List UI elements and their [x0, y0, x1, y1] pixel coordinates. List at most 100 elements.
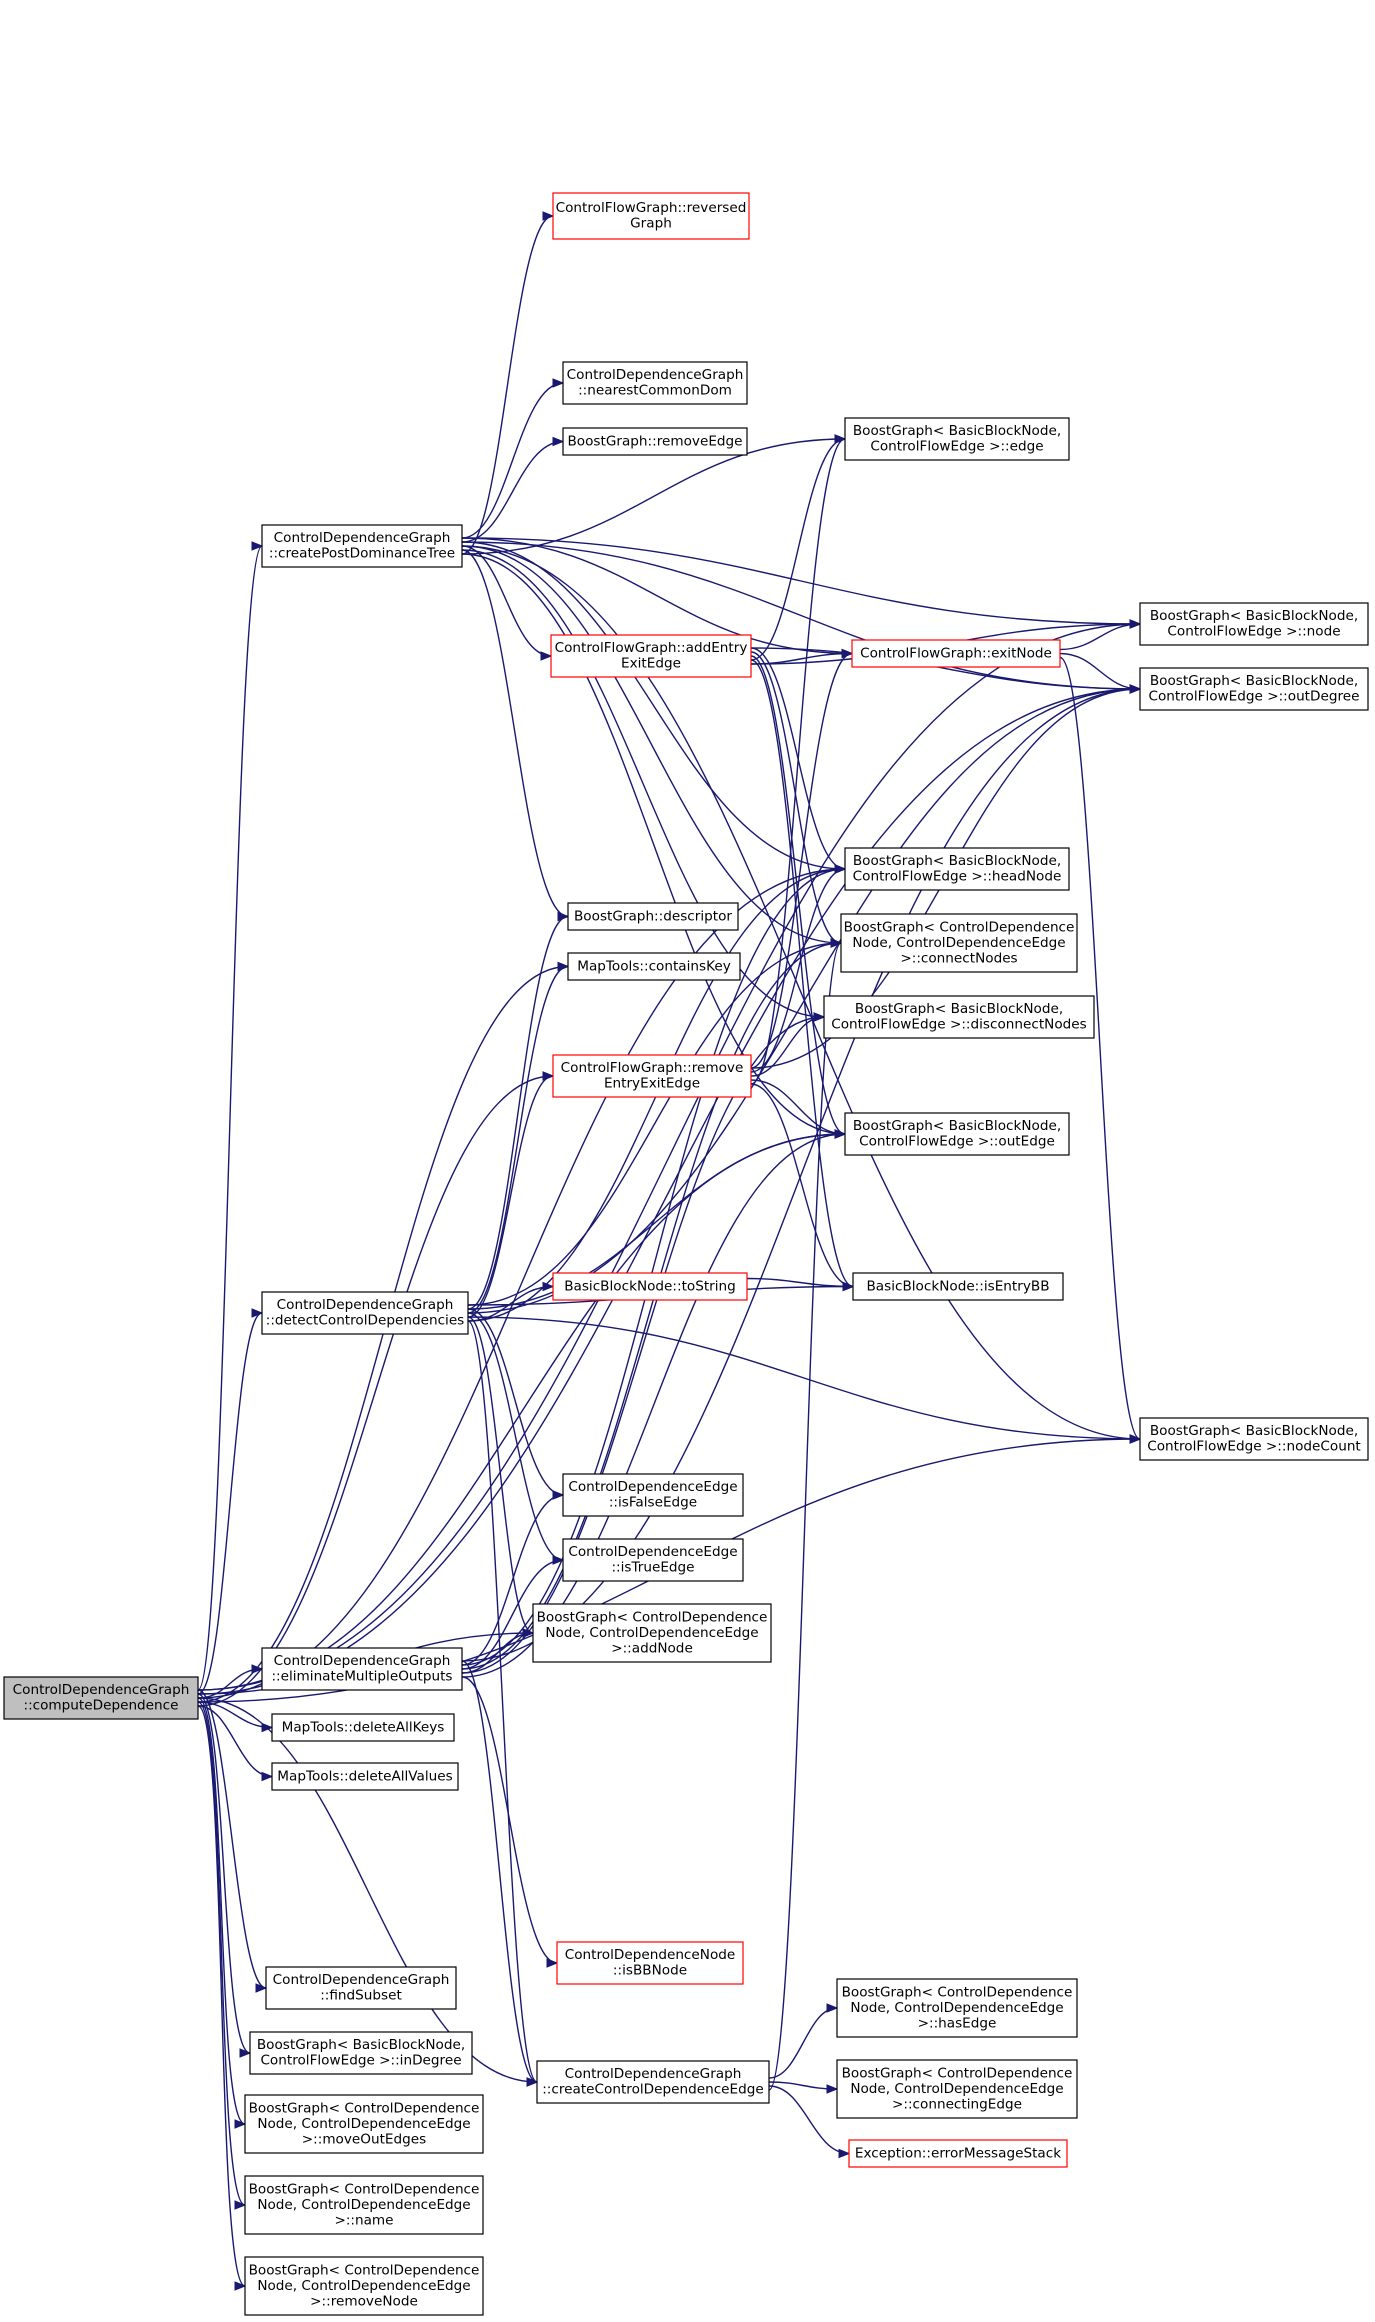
node-box[interactable] [556, 1941, 744, 1985]
edge-eliminateMultipleOutputs-to-createControlDependenceEdge [461, 1660, 538, 2083]
node-toString[interactable]: BasicBlockNode::toString [552, 1272, 748, 1301]
edge-createPostDominanceTree-to-descriptor [461, 549, 569, 918]
node-headNode[interactable]: BoostGraph< BasicBlockNode,ControlFlowEd… [844, 847, 1070, 891]
node-box[interactable] [244, 2175, 484, 2235]
node-createPostDominanceTree[interactable]: ControlDependenceGraph::createPostDomina… [261, 524, 463, 568]
node-isTrueEdge[interactable]: ControlDependenceEdge::isTrueEdge [562, 1538, 744, 1582]
node-box[interactable] [562, 427, 748, 456]
node-label-line: Node, ControlDependenceEdge [545, 1625, 758, 1641]
node-isEntryBB[interactable]: BasicBlockNode::isEntryBB [852, 1272, 1064, 1301]
node-box[interactable] [567, 952, 741, 981]
node-addNode[interactable]: BoostGraph< ControlDependenceNode, Contr… [532, 1603, 772, 1663]
arrow-head [1129, 684, 1142, 694]
node-edge[interactable]: BoostGraph< BasicBlockNode,ControlFlowEd… [844, 417, 1070, 461]
arrow-head [1129, 1434, 1142, 1444]
node-createControlDependenceEdge[interactable]: ControlDependenceGraph::createControlDep… [536, 2060, 770, 2104]
node-containsKey[interactable]: MapTools::containsKey [567, 952, 741, 981]
node-nearestCommonDom[interactable]: ControlDependenceGraph::nearestCommonDom [562, 361, 748, 405]
node-box[interactable] [836, 2059, 1078, 2119]
node-isFalseEdge[interactable]: ControlDependenceEdge::isFalseEdge [562, 1473, 744, 1517]
node-box[interactable] [271, 1762, 459, 1791]
node-box[interactable] [244, 2094, 484, 2154]
node-nodeCount[interactable]: BoostGraph< BasicBlockNode,ControlFlowEd… [1139, 1417, 1369, 1461]
node-box[interactable] [536, 2060, 770, 2104]
node-isBBNode[interactable]: ControlDependenceNode::isBBNode [556, 1941, 744, 1985]
node-box[interactable] [844, 847, 1070, 891]
node-label-line: ControlFlowEdge >::headNode [853, 869, 1062, 885]
node-box[interactable] [552, 1054, 752, 1098]
node-connectingEdge[interactable]: BoostGraph< ControlDependenceNode, Contr… [836, 2059, 1078, 2119]
node-inDegree[interactable]: BoostGraph< BasicBlockNode,ControlFlowEd… [249, 2031, 473, 2075]
node-box[interactable] [562, 1473, 744, 1517]
node-removeNode[interactable]: BoostGraph< ControlDependenceNode, Contr… [244, 2256, 484, 2316]
node-deleteAllValues[interactable]: MapTools::deleteAllValues [271, 1762, 459, 1791]
node-exitNode[interactable]: ControlFlowGraph::exitNode [851, 639, 1061, 668]
edge-computeDependence-to-headNode [197, 868, 846, 1699]
node-label-line: BoostGraph::removeEdge [567, 433, 742, 449]
node-label-line: ControlDependenceNode [565, 1947, 736, 1963]
node-box[interactable] [840, 913, 1078, 973]
node-label-line: Node, ControlDependenceEdge [257, 2278, 470, 2294]
node-box[interactable] [261, 524, 463, 568]
edge-eliminateMultipleOutputs-to-outEdge [461, 1133, 846, 1678]
node-name[interactable]: BoostGraph< ControlDependenceNode, Contr… [244, 2175, 484, 2235]
node-label-line: Node, ControlDependenceEdge [850, 2000, 1063, 2016]
node-box[interactable] [851, 639, 1061, 668]
node-removeEdge[interactable]: BoostGraph::removeEdge [562, 427, 748, 456]
node-findSubset[interactable]: ControlDependenceGraph::findSubset [265, 1966, 457, 2010]
edge-createPostDominanceTree-to-connectNodes [461, 545, 842, 944]
node-disconnectNodes[interactable]: BoostGraph< BasicBlockNode,ControlFlowEd… [823, 995, 1095, 1039]
node-box[interactable] [3, 1676, 199, 1720]
node-box[interactable] [552, 192, 750, 240]
arrow-head [261, 1771, 274, 1782]
node-box[interactable] [261, 1647, 463, 1691]
arrow-head [234, 2281, 247, 2291]
node-deleteAllKeys[interactable]: MapTools::deleteAllKeys [271, 1713, 455, 1742]
node-box[interactable] [249, 2031, 473, 2075]
node-label-line: ::detectControlDependencies [266, 1313, 465, 1329]
node-box[interactable] [550, 634, 752, 678]
node-box[interactable] [823, 995, 1095, 1039]
edge-detectControlDependencies-to-addNode [467, 1316, 534, 1634]
node-box[interactable] [261, 1291, 469, 1335]
node-box[interactable] [844, 1112, 1070, 1156]
node-box[interactable] [844, 417, 1070, 461]
node-box[interactable] [567, 902, 739, 931]
node-box[interactable] [1139, 602, 1369, 646]
node-errorMessageStack[interactable]: Exception::errorMessageStack [848, 2139, 1068, 2168]
node-box[interactable] [1139, 1417, 1369, 1461]
arrow-head [813, 1012, 826, 1022]
node-descriptor[interactable]: BoostGraph::descriptor [567, 902, 739, 931]
node-outEdge[interactable]: BoostGraph< BasicBlockNode,ControlFlowEd… [844, 1112, 1070, 1156]
node-label-line: BoostGraph< BasicBlockNode, [1150, 673, 1358, 689]
node-label-line: BoostGraph< ControlDependence [842, 2065, 1073, 2081]
edge-eliminateMultipleOutputs-to-outDegree [461, 688, 1141, 1662]
node-box[interactable] [852, 1272, 1064, 1301]
node-hasEdge[interactable]: BoostGraph< ControlDependenceNode, Contr… [836, 1978, 1078, 2038]
node-moveOutEdges[interactable]: BoostGraph< ControlDependenceNode, Contr… [244, 2094, 484, 2154]
node-box[interactable] [265, 1966, 457, 2010]
node-box[interactable] [552, 1272, 748, 1301]
node-box[interactable] [1139, 667, 1369, 711]
node-node[interactable]: BoostGraph< BasicBlockNode,ControlFlowEd… [1139, 602, 1369, 646]
arrow-head [841, 648, 854, 659]
node-box[interactable] [562, 361, 748, 405]
node-box[interactable] [562, 1538, 744, 1582]
node-box[interactable] [836, 1978, 1078, 2038]
node-computeDependence[interactable]: ControlDependenceGraph::computeDependenc… [3, 1676, 199, 1720]
node-label-line: ControlDependenceGraph [567, 367, 744, 383]
node-box[interactable] [532, 1603, 772, 1663]
node-box[interactable] [271, 1713, 455, 1742]
node-label-line: BoostGraph< BasicBlockNode, [1150, 1423, 1358, 1439]
node-box[interactable] [244, 2256, 484, 2316]
node-box[interactable] [848, 2139, 1068, 2168]
node-detectControlDependencies[interactable]: ControlDependenceGraph::detectControlDep… [261, 1291, 469, 1335]
node-outDegree[interactable]: BoostGraph< BasicBlockNode,ControlFlowEd… [1139, 667, 1369, 711]
node-label-line: EntryExitEdge [604, 1076, 700, 1092]
node-connectNodes[interactable]: BoostGraph< ControlDependenceNode, Contr… [840, 913, 1078, 973]
node-eliminateMultipleOutputs[interactable]: ControlDependenceGraph::eliminateMultipl… [261, 1647, 463, 1691]
arrow-head [552, 436, 565, 447]
